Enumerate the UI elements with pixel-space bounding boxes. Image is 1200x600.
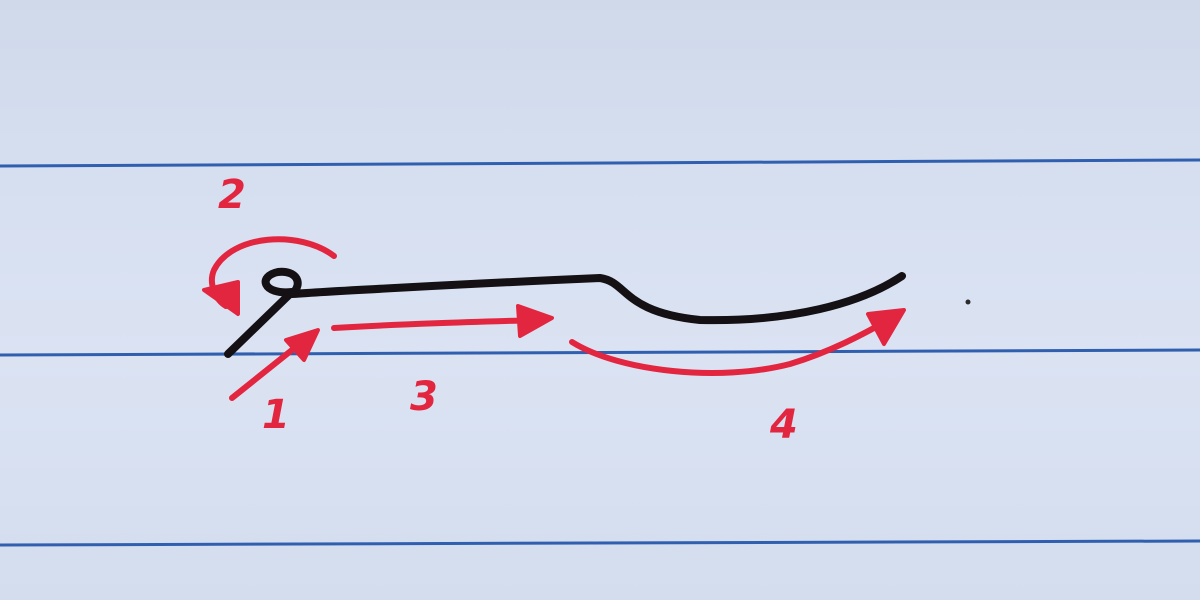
ink-dot — [965, 299, 971, 305]
step-number-4: 4 — [769, 402, 798, 448]
step-number-2: 2 — [218, 172, 246, 218]
rule-line-bottom — [0, 539, 1200, 547]
direction-arrow-2 — [202, 236, 337, 316]
direction-arrow-3 — [331, 304, 554, 338]
letter-stroke — [224, 267, 906, 358]
step-number-1: 1 — [262, 392, 290, 438]
step-number-3: 3 — [410, 374, 438, 420]
direction-arrow-1 — [229, 328, 320, 401]
direction-arrow-4 — [569, 308, 906, 376]
rule-line-top — [0, 158, 1200, 168]
